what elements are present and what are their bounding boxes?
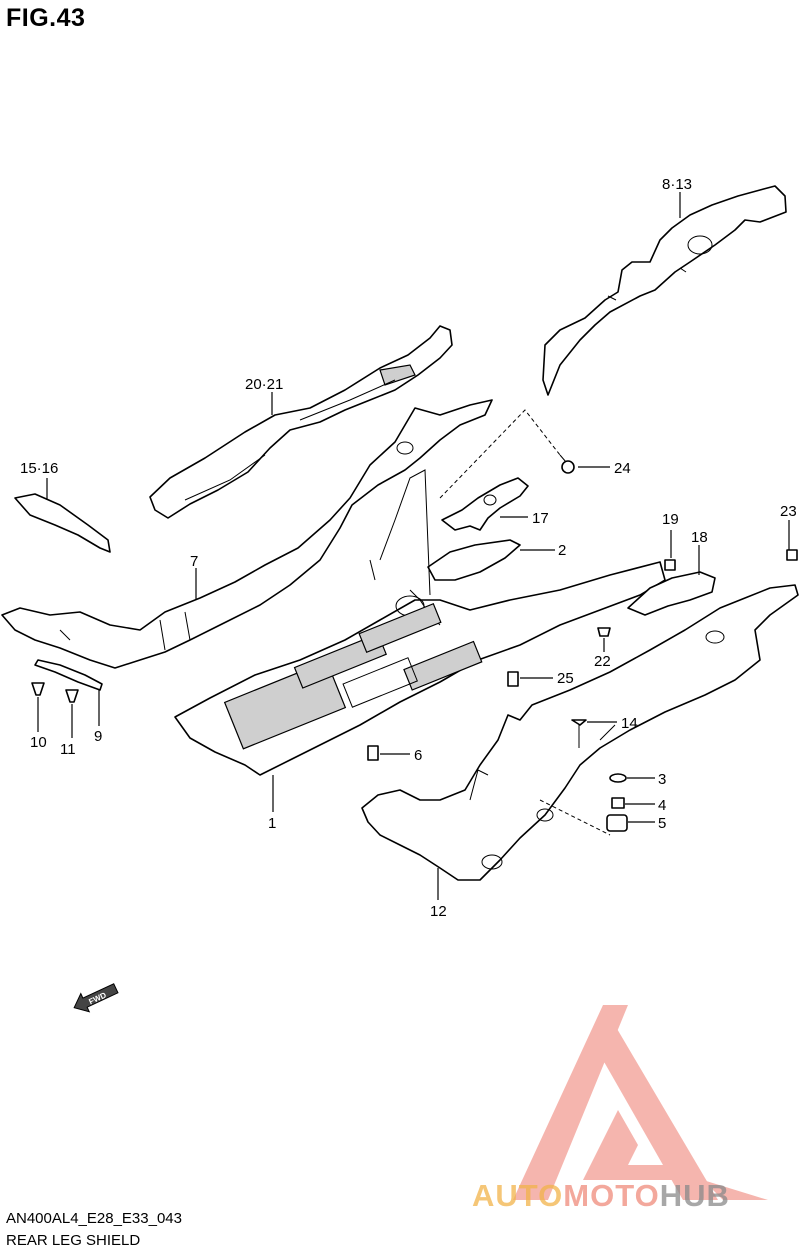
callout-9: 9 (94, 728, 102, 745)
figure-name: REAR LEG SHIELD (6, 1232, 141, 1249)
fastener-23 (786, 549, 798, 561)
fastener-24 (559, 454, 575, 474)
callout-25: 25 (557, 670, 574, 687)
callout-15-16: 15·16 (20, 460, 58, 477)
part-20-21-pad (149, 325, 453, 519)
callout-7: 7 (190, 553, 198, 570)
part-7-rail (1, 399, 493, 669)
callout-19: 19 (662, 511, 679, 528)
callout-2: 2 (558, 542, 566, 559)
leader-lines (37, 192, 790, 900)
callout-1: 1 (268, 815, 276, 832)
callout-22: 22 (594, 653, 611, 670)
callout-6: 6 (414, 747, 422, 764)
collar-4 (611, 797, 625, 809)
part-12-rail (361, 584, 799, 881)
callout-11: 11 (60, 741, 76, 758)
callout-18: 18 (691, 529, 708, 546)
fastener-19 (664, 559, 676, 571)
fastener-11 (65, 689, 79, 703)
callout-4: 4 (658, 797, 666, 814)
part-15-16-cover (14, 493, 111, 553)
callout-20-21: 20·21 (245, 376, 283, 393)
callout-17: 17 (532, 510, 549, 527)
callout-24: 24 (614, 460, 631, 477)
fastener-25 (507, 671, 519, 687)
callout-3: 3 (658, 771, 666, 788)
fastener-10 (31, 682, 45, 696)
part-1-floor (174, 469, 666, 776)
grommet-5 (606, 814, 628, 832)
fastener-6 (367, 745, 379, 761)
fastener-14 (571, 719, 587, 748)
callout-23: 23 (780, 503, 797, 520)
callout-12: 12 (430, 903, 447, 920)
callout-5: 5 (658, 815, 666, 832)
fwd-arrow-icon: FWD (73, 983, 119, 1013)
watermark-auto: AUTO (472, 1178, 564, 1213)
part-2-cover (427, 539, 521, 581)
watermark-text: AUTOMOTOHUB (472, 1178, 730, 1214)
callout-10: 10 (30, 734, 47, 751)
callout-8-13: 8·13 (662, 176, 692, 193)
fwd-label: FWD (87, 990, 108, 1006)
watermark-moto: MOTO (563, 1178, 660, 1213)
figure-title: FIG.43 (6, 4, 86, 32)
part-18-bracket (627, 571, 716, 616)
callout-14: 14 (621, 715, 638, 732)
watermark-logo-icon (513, 1005, 768, 1200)
fastener-22 (597, 627, 611, 637)
part-9-strip (34, 659, 103, 691)
part-17-bracket (441, 477, 529, 531)
part-8-13-panel (542, 185, 787, 396)
watermark-hub: HUB (659, 1178, 730, 1213)
figure-code: AN400AL4_E28_E33_043 (6, 1210, 182, 1227)
washer-3 (609, 773, 627, 783)
